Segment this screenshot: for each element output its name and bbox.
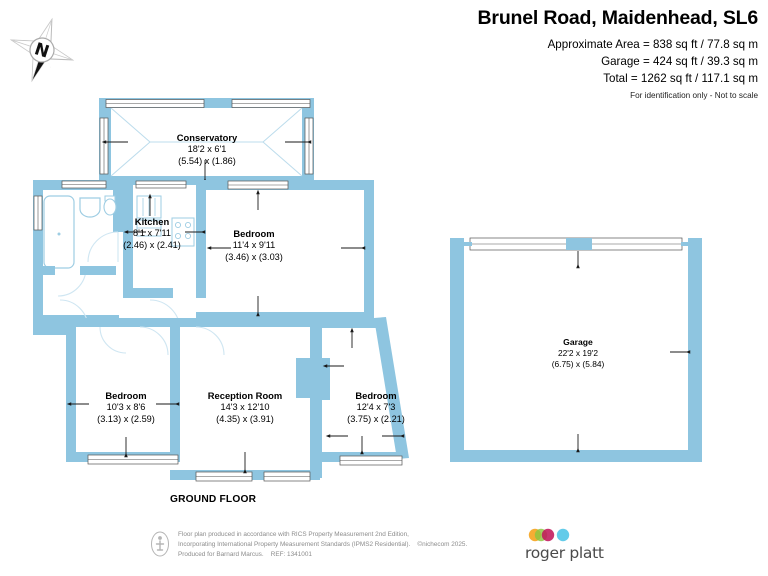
room-dimensions-metric: (3.46) x (3.03) xyxy=(225,252,283,263)
footer-line-2-wrap: Incorporating International Property Mea… xyxy=(178,540,467,550)
header: Brunel Road, Maidenhead, SL6 Approximate… xyxy=(338,6,759,101)
garage-area: Garage = 424 sq ft / 39.3 sq m xyxy=(601,54,758,68)
room-label-bedroom-left: Bedroom 10'3 x 8'6 (3.13) x (2.59) xyxy=(97,390,155,426)
room-name: Reception Room xyxy=(207,390,283,401)
brand-dot-blue xyxy=(556,528,570,542)
room-dimensions-imperial: 14'3 x 12'10 xyxy=(220,402,270,413)
footer: Floor plan produced in accordance with R… xyxy=(150,530,467,560)
room-label-reception: Reception Room 14'3 x 12'10 (4.35) x (3.… xyxy=(208,390,282,426)
room-dimensions-metric: (2.46) x (2.41) xyxy=(123,240,181,251)
room-name: Bedroom xyxy=(233,228,275,239)
room-label-conservatory: Conservatory 18'2 x 6'1 (5.54) x (1.86) xyxy=(177,132,237,168)
room-dimensions-imperial: 8'1 x 7'11 xyxy=(132,228,172,239)
room-dimensions-imperial: 11'4 x 9'11 xyxy=(232,240,276,251)
room-dimensions-imperial: 12'4 x 7'3 xyxy=(356,402,396,413)
room-label-kitchen: Kitchen 8'1 x 7'11 (2.46) x (2.41) xyxy=(123,216,181,252)
room-dimensions-metric: (3.75) x (2.21) xyxy=(347,414,405,425)
room-dimensions-imperial: 22'2 x 19'2 xyxy=(557,348,598,359)
scale-disclaimer: For identification only - Not to scale xyxy=(630,91,758,101)
room-label-bedroom-right: Bedroom 12'4 x 7'3 (3.75) x (2.21) xyxy=(347,390,405,426)
room-dimensions-imperial: 18'2 x 6'1 xyxy=(187,144,227,155)
brand-dots xyxy=(528,528,655,542)
approximate-area: Approximate Area = 838 sq ft / 77.8 sq m xyxy=(547,38,758,52)
footer-line-1: Floor plan produced in accordance with R… xyxy=(178,531,409,538)
footer-line-2: Incorporating International Property Mea… xyxy=(178,540,411,548)
room-bedroom-middle xyxy=(196,180,374,325)
room-dimensions-metric: (6.75) x (5.84) xyxy=(551,359,605,370)
brand-logo: roger platt xyxy=(525,528,655,562)
room-name: Garage xyxy=(563,337,593,347)
room-name: Kitchen xyxy=(134,216,170,227)
footer-copyright: ©nichecom 2025. xyxy=(417,540,468,548)
footer-line-3-wrap: Produced for Barnard Marcus. REF: 134100… xyxy=(178,550,467,560)
brand-name: roger platt xyxy=(525,544,604,562)
room-name: Bedroom xyxy=(105,390,147,401)
room-dimensions-imperial: 10'3 x 8'6 xyxy=(106,402,146,413)
room-label-bedroom-middle: Bedroom 11'4 x 9'11 (3.46) x (3.03) xyxy=(225,228,283,264)
room-dimensions-metric: (4.35) x (3.91) xyxy=(216,414,274,425)
room-name: Bedroom xyxy=(355,390,397,401)
total-area: Total = 1262 sq ft / 117.1 sq m xyxy=(603,71,758,85)
room-name: Conservatory xyxy=(176,132,238,143)
room-dimensions-metric: (5.54) x (1.86) xyxy=(178,156,236,167)
room-label-garage: Garage 22'2 x 19'2 (6.75) x (5.84) xyxy=(552,337,605,370)
footer-reference: REF: 1341001 xyxy=(270,550,312,558)
floor-caption: GROUND FLOOR xyxy=(170,494,257,505)
area-summary: Approximate Area = 838 sq ft / 77.8 sq m… xyxy=(338,37,758,87)
page-title: Brunel Road, Maidenhead, SL6 xyxy=(477,7,759,29)
info-person-icon xyxy=(151,531,169,557)
compass-label: N xyxy=(32,39,52,62)
footer-text-block: Floor plan produced in accordance with R… xyxy=(178,530,467,560)
compass-north-icon: N xyxy=(6,14,78,86)
brand-dot-magenta xyxy=(541,528,555,542)
room-dimensions-metric: (3.13) x (2.59) xyxy=(97,414,155,425)
footer-line-3: Produced for Barnard Marcus. xyxy=(178,550,264,558)
